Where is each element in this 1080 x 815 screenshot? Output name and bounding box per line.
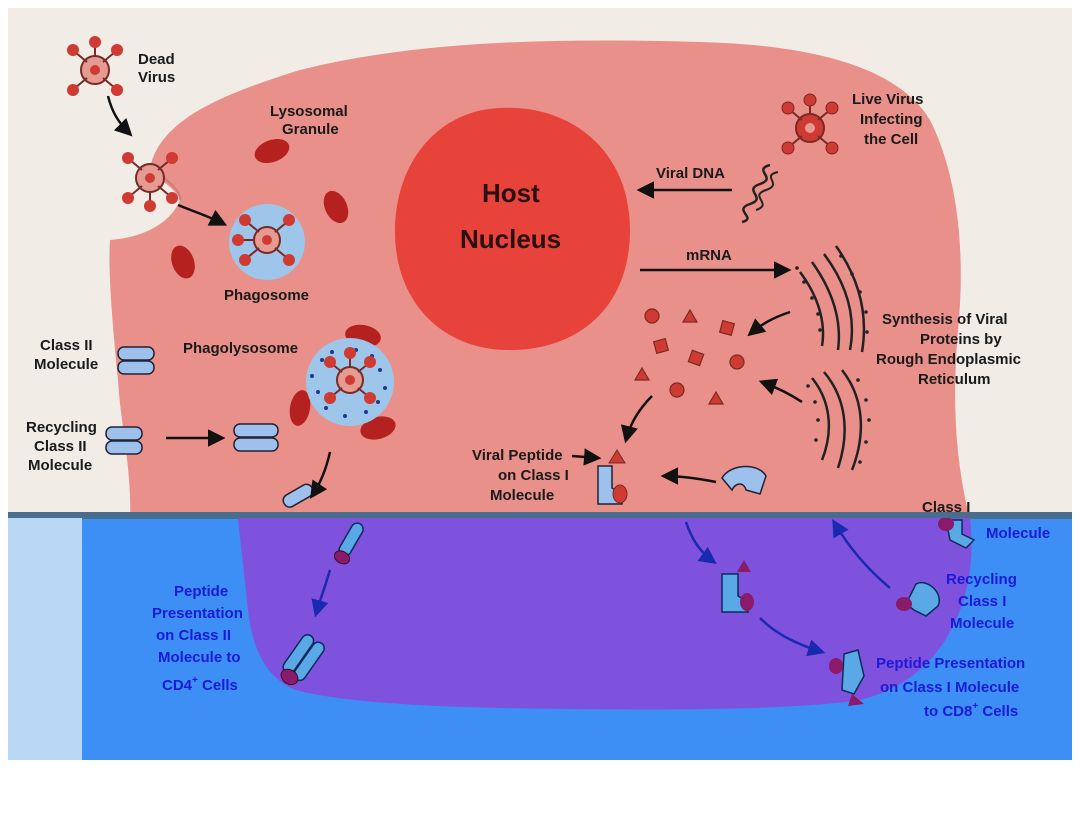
- label-recycling-class-i-1: Recycling: [946, 571, 1017, 588]
- label-live-virus: Live Virus: [852, 91, 923, 108]
- label-peptide-ii-4: Molecule to: [158, 649, 241, 666]
- panel-divider: [8, 512, 1072, 519]
- class-ii-upper-molecule: [333, 522, 364, 565]
- class-ii-molecule: [117, 346, 155, 375]
- top-panel: Dead Virus Lysosomal Granule Host Nucleu…: [26, 36, 1021, 516]
- rough-er-icon: [798, 245, 866, 471]
- label-viral-peptide-2: on Class I: [498, 467, 569, 484]
- dead-virus-2: [122, 152, 178, 212]
- label-synthesis-2: Proteins by: [920, 331, 1002, 348]
- label-recycling-class-i-2: Class I: [958, 593, 1006, 610]
- class-i-molecule-bottom-right: [938, 518, 976, 549]
- label-class-i-bottom: Molecule: [986, 525, 1050, 542]
- label-phagolysosome: Phagolysosome: [183, 340, 298, 357]
- label-nucleus: Nucleus: [460, 224, 561, 254]
- label-peptide-i-1: Peptide Presentation: [876, 655, 1025, 672]
- host-nucleus: [395, 107, 630, 351]
- label-peptide-ii-5: CD4+ Cells: [162, 675, 238, 694]
- phagolysosome-dots: [310, 348, 387, 418]
- label-peptide-ii-2: Presentation: [152, 605, 243, 622]
- label-recycling-class-i-3: Molecule: [950, 615, 1014, 632]
- bottom-cell-body: [238, 518, 972, 710]
- label-lysosomal: Lysosomal: [270, 103, 348, 120]
- label-granule: Granule: [282, 121, 339, 138]
- bottom-panel: Molecule Peptide Presentation on Class I…: [8, 518, 1050, 760]
- label-host: Host: [482, 178, 540, 208]
- recycling-class-ii-molecule-2: [233, 423, 279, 452]
- dead-virus-1: [67, 36, 123, 96]
- phagosome-virus: [232, 214, 295, 266]
- label-viral-dna: Viral DNA: [656, 165, 725, 182]
- live-virus: [781, 93, 839, 155]
- label-peptide-ii-3: on Class II: [156, 627, 231, 644]
- label-mrna: mRNA: [686, 247, 732, 264]
- class-i-molecule-er: [721, 465, 767, 495]
- label-class-i-top: Class I: [922, 499, 970, 516]
- label-peptide-i-3: to CD8+ Cells: [924, 701, 1018, 720]
- viral-peptide-class-i-molecule: [597, 449, 628, 505]
- class-ii-presenting-molecule: [280, 633, 325, 686]
- label-infecting: Infecting: [860, 111, 923, 128]
- label-the-cell: the Cell: [864, 131, 918, 148]
- recycling-class-i-molecule: [896, 581, 941, 617]
- label-recycling-class-ii-3: Molecule: [28, 457, 92, 474]
- ribosome-dots: [795, 254, 871, 464]
- label-class-ii-1: Class II: [40, 337, 93, 354]
- class-i-presenting-molecule: [829, 649, 865, 706]
- label-class-ii-2: Molecule: [34, 356, 98, 373]
- phagolysosome-virus: [324, 347, 376, 404]
- label-synthesis-1: Synthesis of Viral: [882, 311, 1008, 328]
- label-synthesis-4: Reticulum: [918, 371, 991, 388]
- label-viral-peptide-1: Viral Peptide: [472, 447, 563, 464]
- top-arrows: [106, 95, 803, 499]
- label-dead-virus-2: Virus: [138, 69, 175, 86]
- label-synthesis-3: Rough Endoplasmic: [876, 351, 1021, 368]
- label-phagosome: Phagosome: [224, 287, 309, 304]
- recycling-class-ii-molecule-1: [105, 426, 143, 455]
- label-recycling-class-ii-2: Class II: [34, 438, 87, 455]
- bottom-arrows: [311, 518, 891, 657]
- label-dead-virus-1: Dead: [138, 51, 175, 68]
- viral-proteins: [633, 308, 745, 405]
- viral-dna-icon: [741, 163, 771, 224]
- label-peptide-i-2: on Class I Molecule: [880, 679, 1019, 696]
- class-i-molecule-transit: [721, 560, 754, 613]
- lysosomal-granules: [171, 138, 396, 440]
- label-viral-peptide-3: Molecule: [490, 487, 554, 504]
- label-peptide-ii-1: Peptide: [174, 583, 228, 600]
- label-recycling-class-ii-1: Recycling: [26, 419, 97, 436]
